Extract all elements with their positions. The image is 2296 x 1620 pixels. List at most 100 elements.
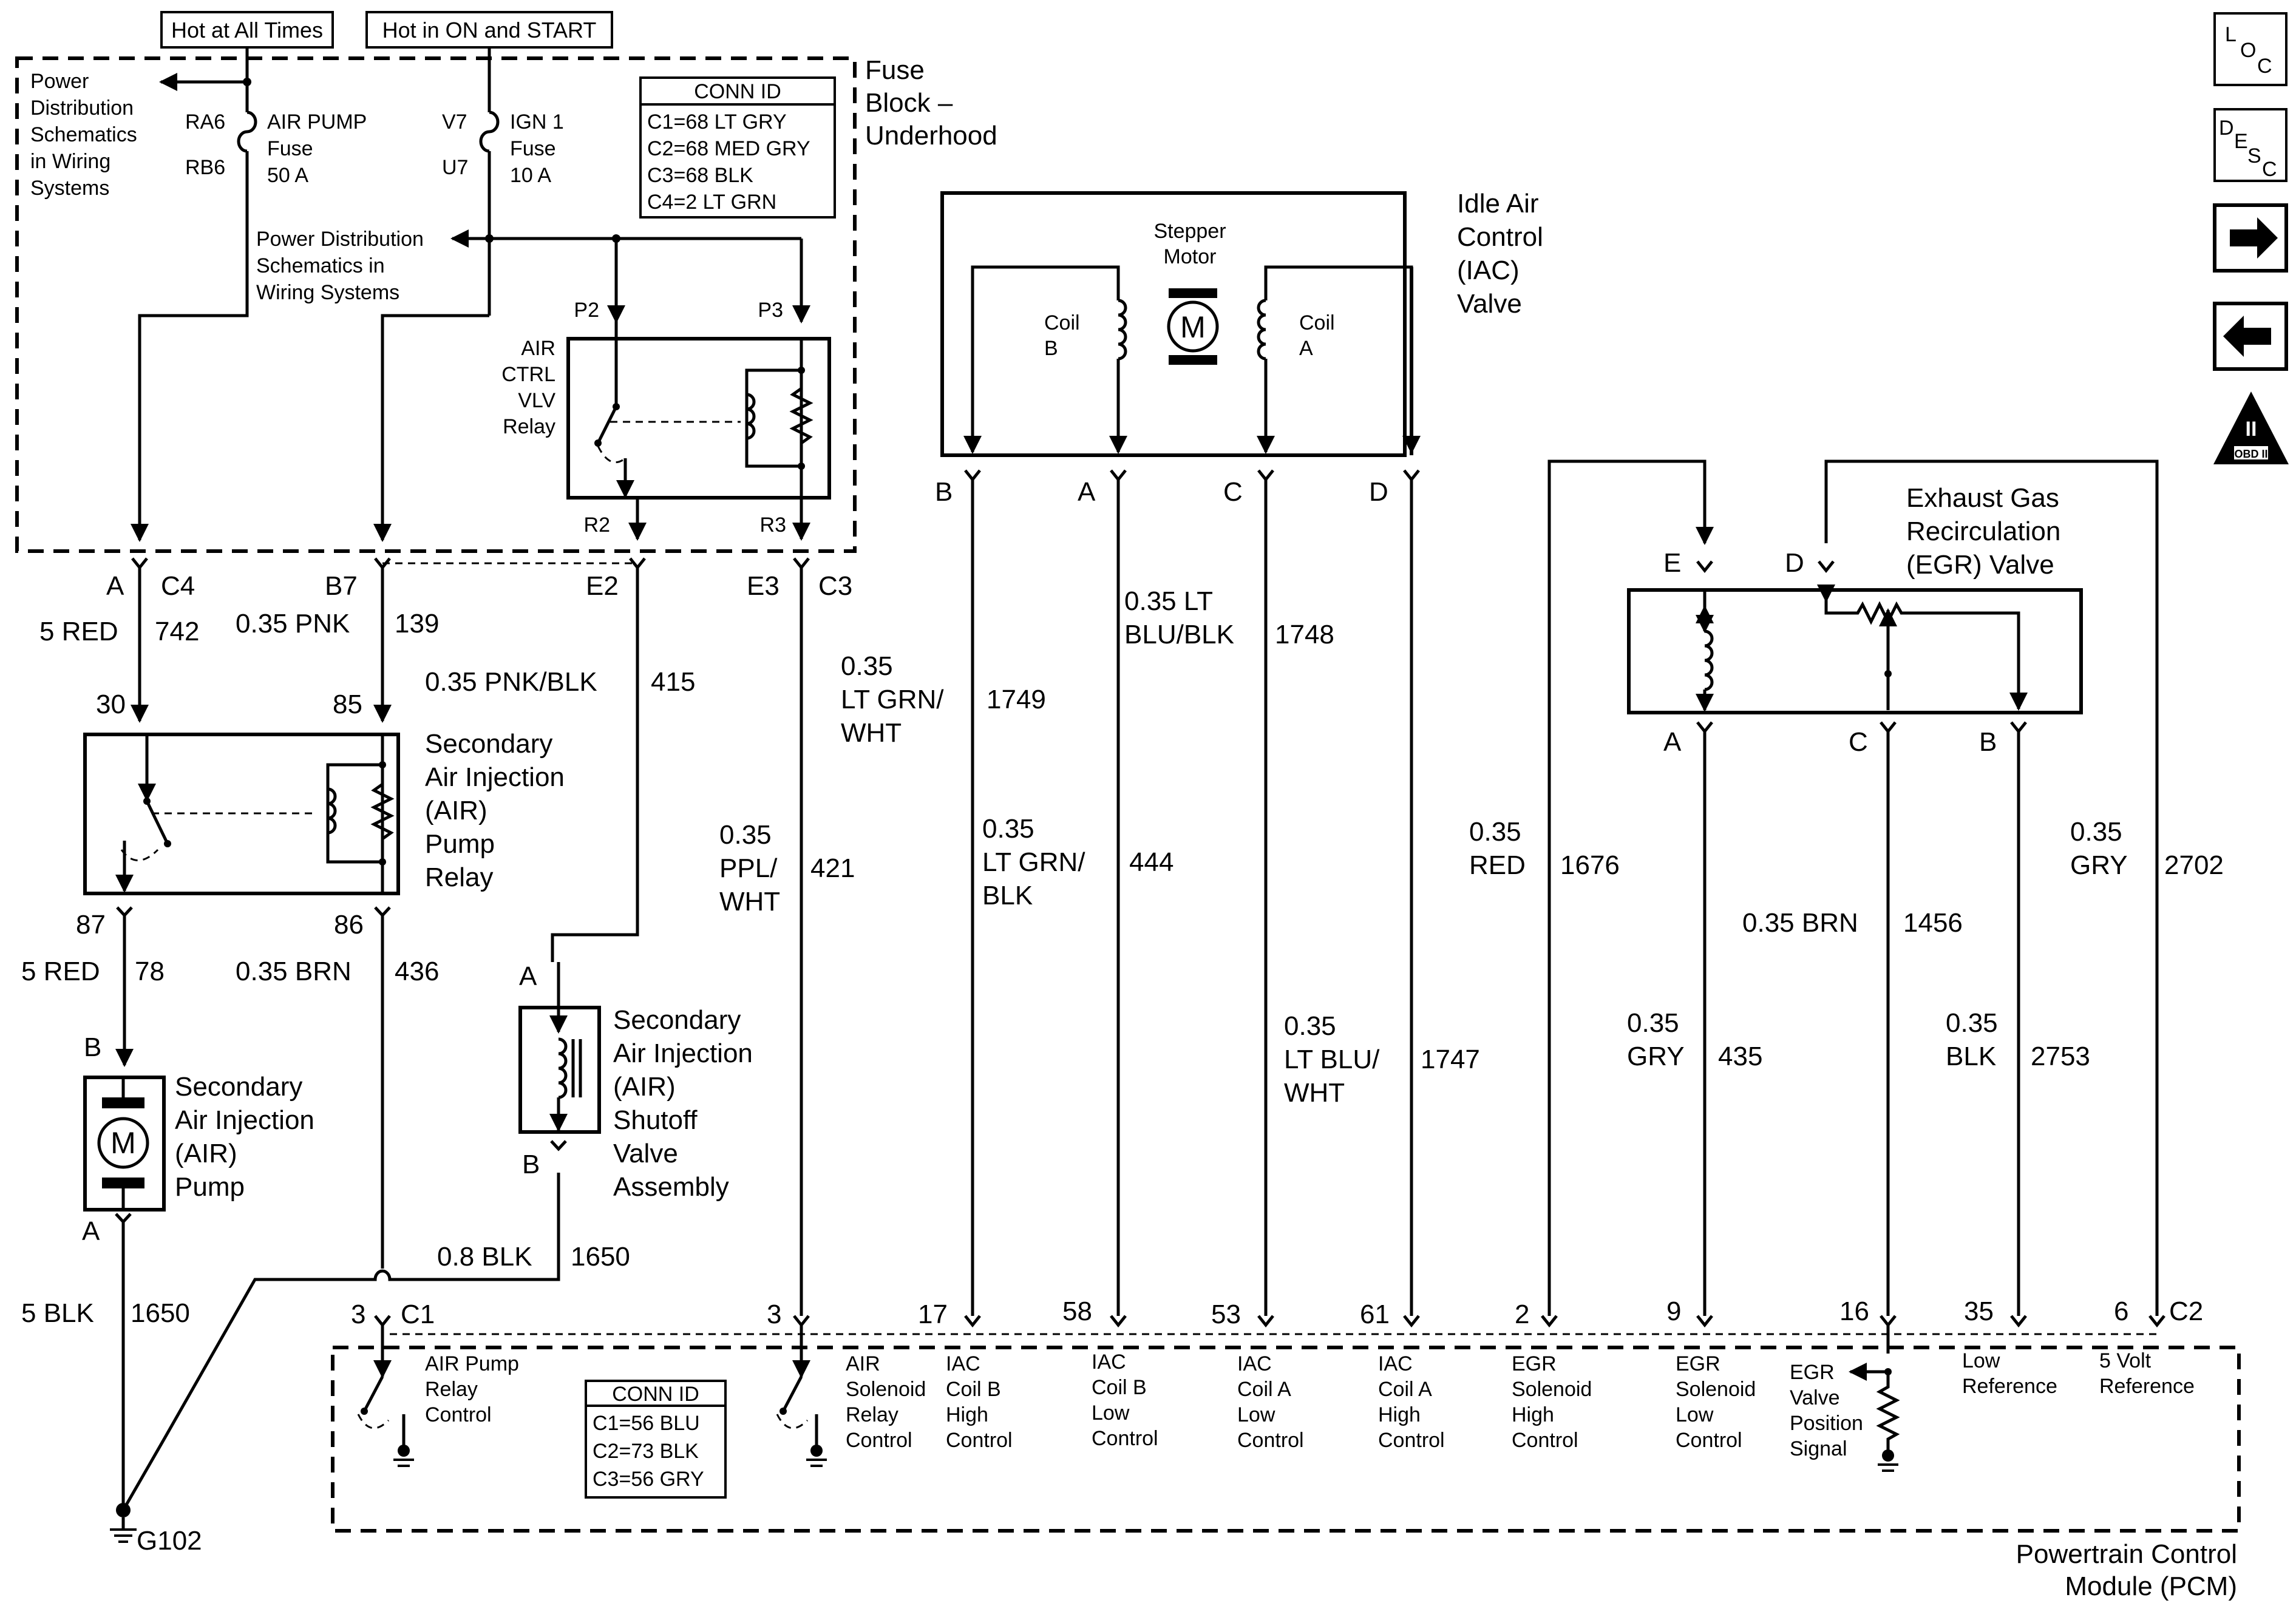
svg-text:Relay: Relay [503, 415, 555, 438]
svg-text:Control: Control [425, 1403, 492, 1426]
obd-ii-icon[interactable]: II OBD II [2213, 391, 2289, 464]
svg-text:Coil A: Coil A [1237, 1378, 1291, 1401]
svg-text:1676: 1676 [1560, 850, 1620, 880]
svg-text:BLK: BLK [982, 881, 1033, 910]
desc-icon[interactable]: D E S C [2213, 108, 2288, 182]
svg-text:C2: C2 [2169, 1296, 2203, 1326]
svg-text:AIR PUMP: AIR PUMP [267, 110, 367, 134]
loc-icon[interactable]: L O C [2213, 12, 2288, 86]
svg-text:R2: R2 [584, 513, 610, 537]
forward-arrow-icon[interactable] [2213, 203, 2288, 273]
svg-text:Control: Control [1378, 1429, 1445, 1452]
svg-text:Valve: Valve [613, 1139, 678, 1168]
svg-text:Power: Power [30, 70, 89, 93]
svg-text:Secondary: Secondary [425, 729, 552, 759]
svg-text:(AIR): (AIR) [175, 1139, 237, 1168]
svg-text:1650: 1650 [571, 1242, 630, 1272]
fuse-block-conn-id: CONN ID C1=68 LT GRY C2=68 MED GRY C3=68… [639, 76, 836, 219]
svg-text:A: A [1078, 477, 1096, 507]
svg-text:86: 86 [334, 910, 364, 940]
svg-text:Coil B: Coil B [946, 1378, 1001, 1401]
svg-text:M: M [110, 1126, 136, 1160]
svg-text:IGN 1: IGN 1 [510, 110, 564, 134]
svg-text:Shutoff: Shutoff [613, 1105, 698, 1135]
wire-1456-label: 0.35 BRN 1456 [1742, 908, 1963, 938]
back-arrow-icon[interactable] [2213, 302, 2288, 371]
svg-text:Fuse: Fuse [865, 55, 925, 85]
svg-text:RA6: RA6 [185, 110, 225, 134]
svg-text:WHT: WHT [719, 887, 780, 917]
svg-text:17: 17 [918, 1300, 948, 1329]
svg-text:6: 6 [2114, 1296, 2128, 1326]
iac-pins: B A C D [935, 477, 1388, 507]
svg-text:Control: Control [846, 1429, 912, 1452]
svg-text:EGR: EGR [1676, 1352, 1720, 1375]
svg-text:0.35: 0.35 [841, 651, 893, 681]
air-shutoff-valve-label: Secondary Air Injection (AIR) Shutoff Va… [613, 1005, 753, 1202]
svg-text:U7: U7 [442, 156, 468, 179]
svg-text:444: 444 [1129, 847, 1173, 877]
air-pump-relay-pins-top: 30 85 [96, 690, 362, 719]
egr-pins-top: E D [1663, 548, 1804, 578]
svg-text:Reference: Reference [2099, 1375, 2195, 1398]
air-pump-relay-pins-bottom: 87 86 [76, 910, 364, 940]
svg-text:C2=68 MED GRY: C2=68 MED GRY [647, 137, 810, 160]
svg-text:0.35: 0.35 [2070, 817, 2122, 847]
svg-text:0.35: 0.35 [1469, 817, 1521, 847]
air-pump-relay [83, 733, 400, 895]
svg-text:Low: Low [1092, 1401, 1130, 1425]
fuse-block-out-pins: A C4 B7 E2 E3 C3 [106, 571, 852, 601]
svg-text:0.35: 0.35 [1627, 1008, 1679, 1038]
svg-text:E: E [2234, 130, 2248, 153]
pcm-connector-marks [374, 1315, 2165, 1354]
svg-text:E: E [1663, 548, 1681, 578]
iac-valve: M [940, 191, 1421, 457]
svg-text:C1=68 LT GRY: C1=68 LT GRY [647, 110, 787, 134]
svg-text:Control: Control [1512, 1429, 1578, 1452]
svg-text:Position: Position [1790, 1412, 1863, 1435]
svg-text:C1: C1 [401, 1300, 435, 1329]
svg-text:M: M [1180, 310, 1206, 344]
wire-1749-label: 0.35 LT GRN/ WHT 1749 [841, 651, 1046, 748]
svg-text:D: D [1369, 477, 1388, 507]
svg-text:Pump: Pump [425, 829, 495, 859]
svg-text:78: 78 [135, 957, 165, 986]
wire-139-label: 0.35 PNK 139 [236, 609, 439, 639]
svg-text:1747: 1747 [1421, 1045, 1480, 1074]
svg-text:Schematics in: Schematics in [256, 254, 385, 277]
svg-text:Air Injection: Air Injection [613, 1039, 753, 1068]
svg-text:Relay: Relay [425, 863, 494, 892]
svg-text:A: A [1663, 727, 1682, 757]
power-dist-label-2: Power Distribution Schematics in Wiring … [256, 228, 424, 304]
svg-text:0.35: 0.35 [719, 820, 772, 850]
svg-text:Underhood: Underhood [865, 121, 997, 151]
svg-text:0.35 LT: 0.35 LT [1124, 586, 1213, 616]
iac-labels: Stepper Motor Coil B Coil A [1044, 220, 1335, 360]
svg-text:IAC: IAC [1092, 1351, 1126, 1374]
air-pump: M [83, 1076, 166, 1212]
svg-text:0.35 PNK: 0.35 PNK [236, 609, 350, 639]
pcm-pins: 3 3 17 58 53 61 2 9 16 35 6 C1 C2 [351, 1296, 2203, 1329]
svg-text:IAC: IAC [1237, 1352, 1272, 1375]
svg-text:Wiring Systems: Wiring Systems [256, 281, 399, 304]
air-ctrl-vlv-relay-label: AIR CTRL VLV Relay P2 P3 R2 R3 [501, 299, 786, 537]
svg-text:(AIR): (AIR) [613, 1072, 676, 1102]
svg-text:RED: RED [1469, 850, 1526, 880]
svg-text:1748: 1748 [1275, 620, 1334, 649]
pcm-title: Powertrain Control Module (PCM) [2016, 1539, 2237, 1601]
svg-text:Systems: Systems [30, 177, 109, 200]
svg-text:Solenoid: Solenoid [846, 1378, 926, 1401]
svg-text:B: B [935, 477, 953, 507]
svg-text:B7: B7 [325, 571, 358, 601]
svg-text:A: A [1299, 337, 1313, 360]
air-pump-relay-label: Secondary Air Injection (AIR) Pump Relay [425, 729, 565, 892]
pcm-function-labels: AIR Pump Relay Control AIR Solenoid Rela… [425, 1349, 2195, 1460]
svg-text:A: A [106, 571, 124, 601]
air-pump-fuse-label: RA6 RB6 AIR PUMP Fuse 50 A [185, 110, 367, 187]
svg-text:WHT: WHT [1284, 1078, 1345, 1108]
svg-text:5 RED: 5 RED [21, 957, 100, 986]
svg-text:BLK: BLK [1946, 1042, 1996, 1071]
wire-1650-a-label: 0.8 BLK 1650 [437, 1242, 630, 1272]
svg-text:V7: V7 [442, 110, 467, 134]
